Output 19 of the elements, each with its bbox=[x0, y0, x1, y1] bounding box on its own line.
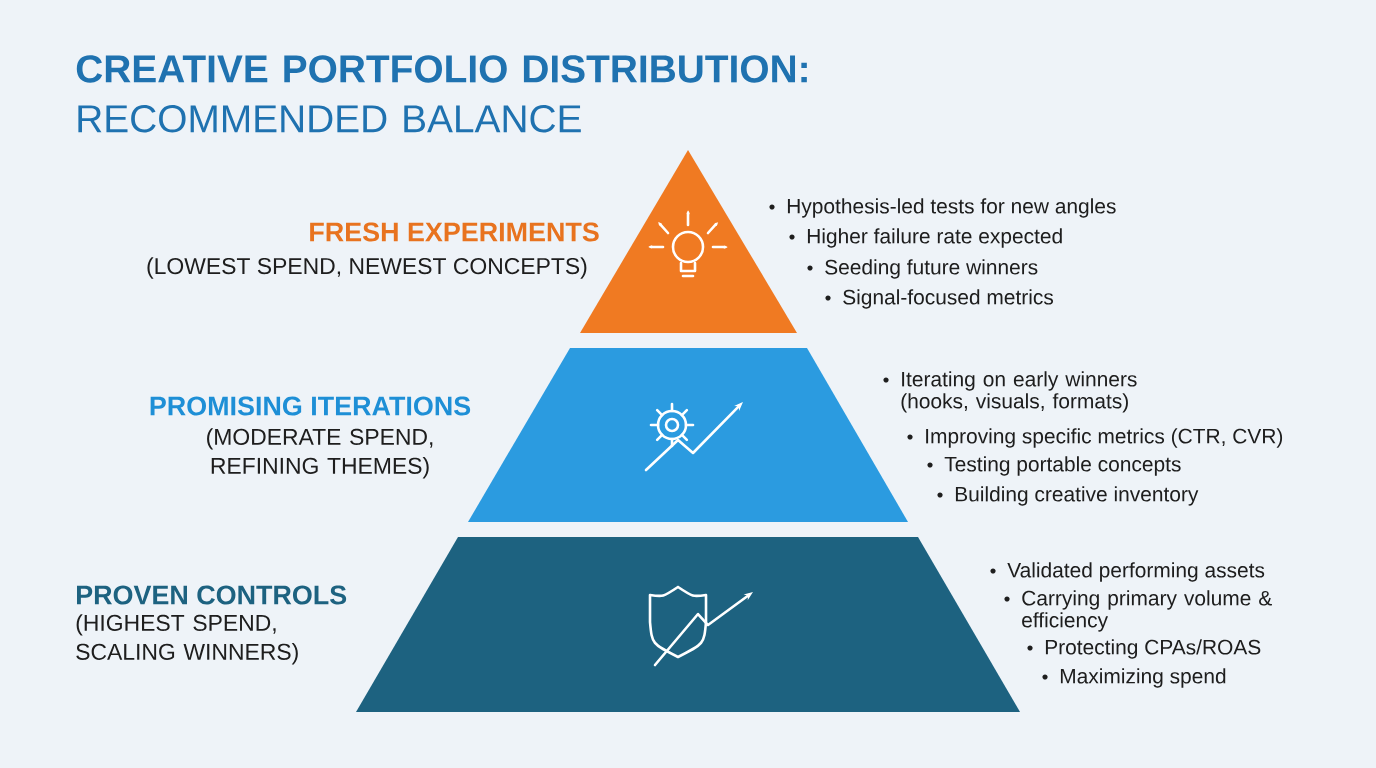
tier-heading: PROVEN CONTROLS bbox=[77, 585, 347, 605]
bullet-item: Seeding future winners bbox=[807, 259, 1038, 279]
bullet-item: Protecting CPAs/ROAS bbox=[1027, 639, 1261, 659]
tier-heading: PROMISING ITERATIONS bbox=[150, 396, 471, 416]
tier-heading: FRESH EXPERIMENTS bbox=[310, 222, 599, 242]
bullet-item: Validated performing assets bbox=[990, 562, 1265, 582]
bullet-item: Hypothesis-led tests for new angles bbox=[769, 198, 1116, 218]
bullet-item: Higher failure rate expected bbox=[789, 228, 1062, 248]
bullet-item: Signal-focused metrics bbox=[825, 289, 1054, 309]
tier-subtitle: (MODERATE SPEND, REFINING THEMES) bbox=[207, 428, 433, 479]
bullet-item: Iterating on early winners (hooks, visuals, formats) bbox=[883, 371, 1137, 413]
bullet-item: Building creative inventory bbox=[937, 486, 1199, 506]
tier-subtitle: (LOWEST SPEND, NEWEST CONCEPTS) bbox=[147, 257, 587, 279]
bullet-item: Maximizing spend bbox=[1042, 668, 1226, 688]
bullet-item: Improving specific metrics (CTR, CVR) bbox=[907, 428, 1283, 448]
tier-subtitle: (HIGHEST SPEND, SCALING WINNERS) bbox=[76, 614, 298, 665]
title: CREATIVE PORTFOLIO DISTRIBUTION: RECOMMENDED BALANCE bbox=[76, 55, 807, 133]
bullet-item: Testing portable concepts bbox=[927, 456, 1181, 476]
bullet-item: Carrying primary volume & efficiency bbox=[1004, 590, 1272, 632]
